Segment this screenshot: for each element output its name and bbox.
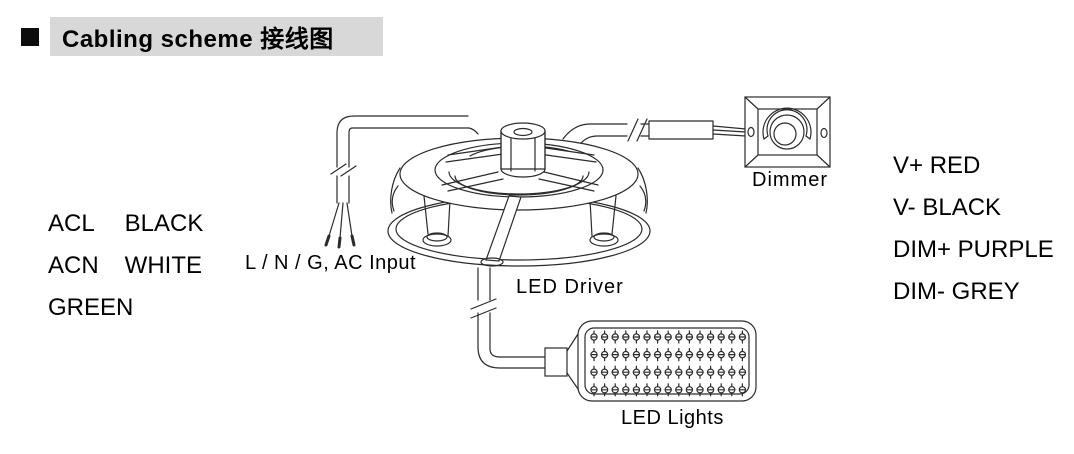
ac-input-cable — [324, 115, 479, 249]
output-legend-row: V+ RED — [893, 152, 981, 179]
ac-input-label: L / N / G, AC Input — [245, 252, 417, 274]
ac-wire-color-label: BLACK — [124, 210, 204, 237]
section-title-highlight: Cabling scheme 接线图 — [50, 17, 383, 56]
output-legend-row: DIM- GREY — [893, 278, 1020, 305]
section-bullet-icon — [21, 28, 39, 46]
output-legend-row: DIM+ PURPLE — [893, 236, 1054, 263]
ac-wire-color-label: WHITE — [124, 252, 202, 279]
ac-terminal-label: ACN — [48, 252, 99, 279]
page-title: Cabling scheme 接线图 — [62, 26, 334, 53]
led-grid — [590, 330, 747, 397]
led-driver-label: LED Driver — [516, 276, 624, 298]
led-lights-art — [544, 320, 757, 402]
ac-legend-row: ACN WHITE — [48, 245, 203, 287]
output-legend-row: V- BLACK — [893, 194, 1002, 221]
led-driver-art — [387, 122, 651, 267]
output-wire-legend: V+ RED V- BLACK DIM+ PURPLE DIM- GREY — [893, 145, 1054, 313]
led-lights-label: LED Lights — [621, 407, 724, 429]
led-cable — [470, 267, 546, 369]
dimmer-cable — [562, 118, 747, 150]
dimmer-art — [744, 96, 831, 168]
dimmer-label: Dimmer — [752, 169, 828, 191]
ac-terminal-label: ACL — [48, 210, 95, 237]
ac-wire-legend: ACL BLACK ACN WHITE GREEN — [48, 203, 203, 329]
ac-legend-row: GREEN — [48, 287, 203, 329]
ac-legend-row: ACL BLACK — [48, 203, 203, 245]
